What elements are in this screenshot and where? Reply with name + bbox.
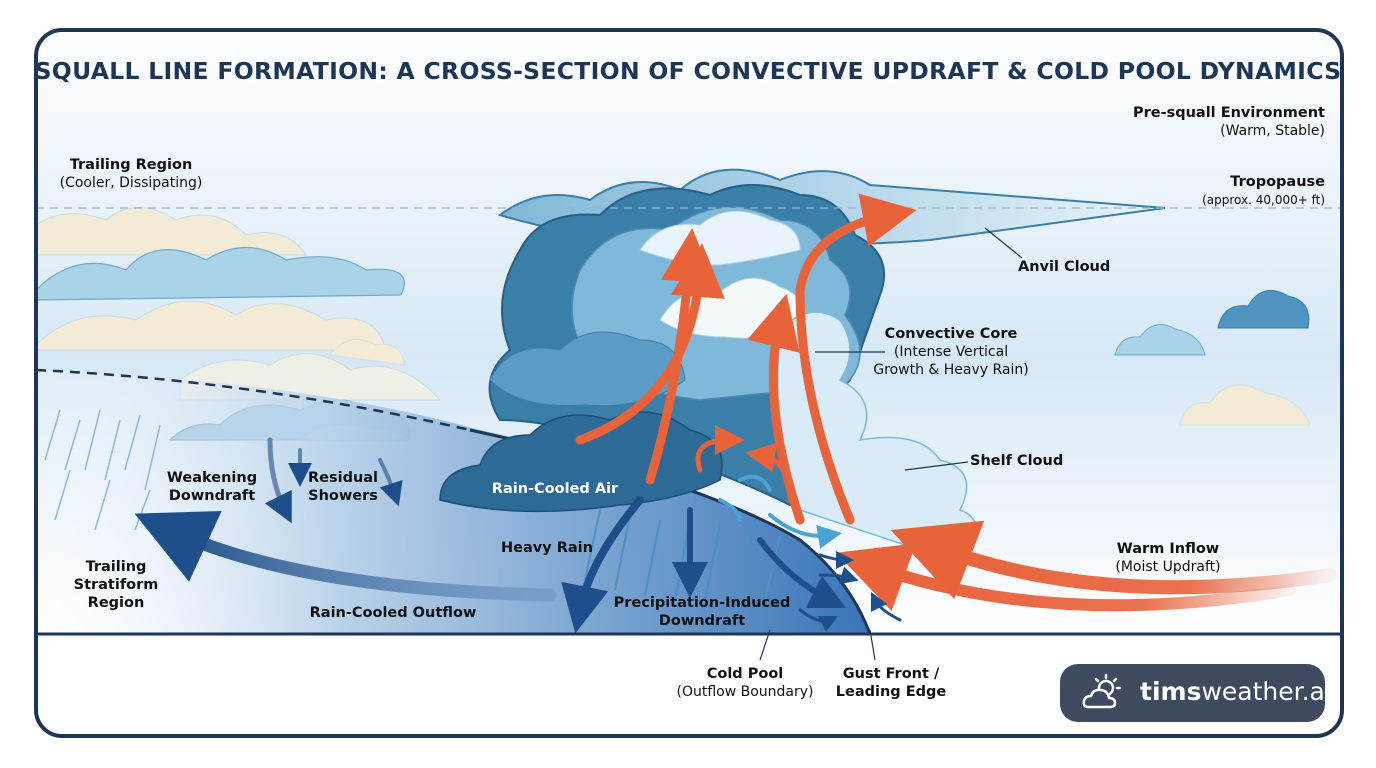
outflow-boundary-dashed [36, 368, 471, 432]
label-convective-core: Convective Core (Intense Vertical Growth… [873, 326, 1029, 378]
label-precipitation-downdraft: Precipitation-Induced Downdraft [613, 595, 791, 629]
brand-wordmark: timsweather.au [1140, 677, 1341, 706]
distant-clouds [1114, 289, 1311, 426]
label-pre-squall: Pre-squall Environment (Warm, Stable) [1132, 105, 1325, 139]
brand-logo[interactable]: timsweather.au [1060, 664, 1341, 722]
label-heavy-rain: Heavy Rain [501, 540, 593, 556]
label-gust-front: Gust Front / Leading Edge [835, 666, 947, 700]
label-anvil-cloud: Anvil Cloud [1018, 259, 1111, 275]
downdraft-arrows [134, 437, 902, 634]
label-trailing-stratiform: Trailing Stratiform Region [73, 559, 159, 611]
label-residual-showers: Residual Showers [307, 470, 379, 504]
sun-cloud-icon [1082, 673, 1122, 709]
updraft-arrows [575, 193, 917, 525]
label-weakening-downdraft: Weakening Downdraft [166, 470, 258, 504]
warm-inflow-arrows [836, 520, 1337, 612]
diagram-title: SQUALL LINE FORMATION: A CROSS-SECTION O… [34, 57, 1342, 85]
label-rain-cooled-air: Rain-Cooled Air [491, 481, 619, 497]
label-warm-inflow: Warm Inflow (Moist Updraft) [1115, 541, 1221, 575]
gust-swirl-arrows [718, 474, 842, 549]
label-trailing-region: Trailing Region (Cooler, Dissipating) [59, 157, 203, 191]
label-tropopause: Tropopause (approx. 40,000+ ft) [1202, 174, 1325, 207]
label-cold-pool: Cold Pool (Outflow Boundary) [676, 666, 814, 700]
card-border [34, 28, 1344, 738]
label-shelf-cloud: Shelf Cloud [970, 453, 1064, 469]
label-rain-cooled-outflow: Rain-Cooled Outflow [309, 605, 477, 621]
